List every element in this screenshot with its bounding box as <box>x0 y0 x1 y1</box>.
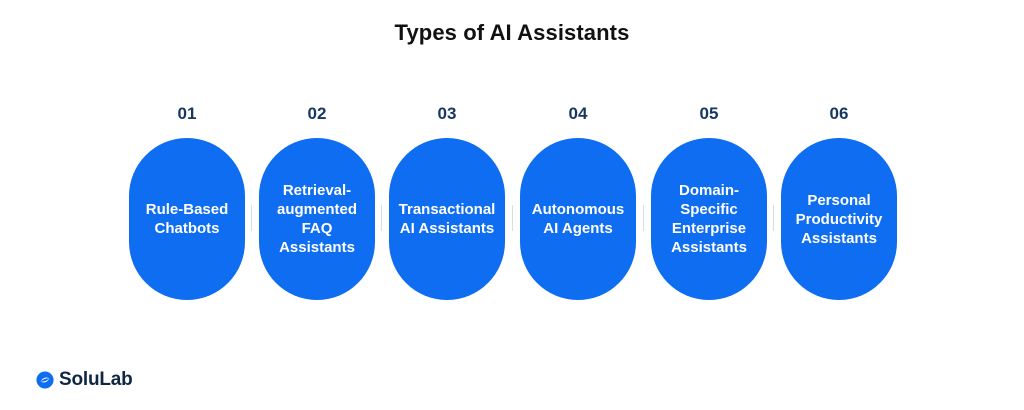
item-label: Rule-Based Chatbots <box>145 201 229 237</box>
solulab-logo-icon <box>36 371 54 389</box>
item-number: 04 <box>568 104 588 123</box>
solulab-logo: SoluLab <box>36 368 133 392</box>
divider <box>773 205 774 231</box>
divider <box>381 205 382 231</box>
item-number: 05 <box>699 104 719 123</box>
item-label: Autonomous AI Agents <box>531 201 625 237</box>
item-pill: Autonomous AI Agents <box>520 138 636 300</box>
item-pill: Transactional AI Assistants <box>389 138 505 300</box>
item-pill: Retrieval-augmented FAQ Assistants <box>259 138 375 300</box>
item-number: 01 <box>177 104 197 123</box>
divider <box>512 205 513 231</box>
item-number: 03 <box>437 104 457 123</box>
divider <box>643 205 644 231</box>
item-number: 06 <box>829 104 849 123</box>
divider <box>251 205 252 231</box>
item-pill: Personal Productivity Assistants <box>781 138 897 300</box>
item-pill: Rule-Based Chatbots <box>129 138 245 300</box>
page-title: Types of AI Assistants <box>394 20 630 45</box>
item-label: Personal Productivity Assistants <box>795 191 883 247</box>
item-label: Domain-Specific Enterprise Assistants <box>671 182 747 256</box>
item-pill: Domain-Specific Enterprise Assistants <box>651 138 767 300</box>
item-number: 02 <box>307 104 327 123</box>
item-label: Transactional AI Assistants <box>398 201 496 237</box>
item-label: Retrieval-augmented FAQ Assistants <box>276 182 357 256</box>
logo-text: SoluLab <box>59 369 133 390</box>
